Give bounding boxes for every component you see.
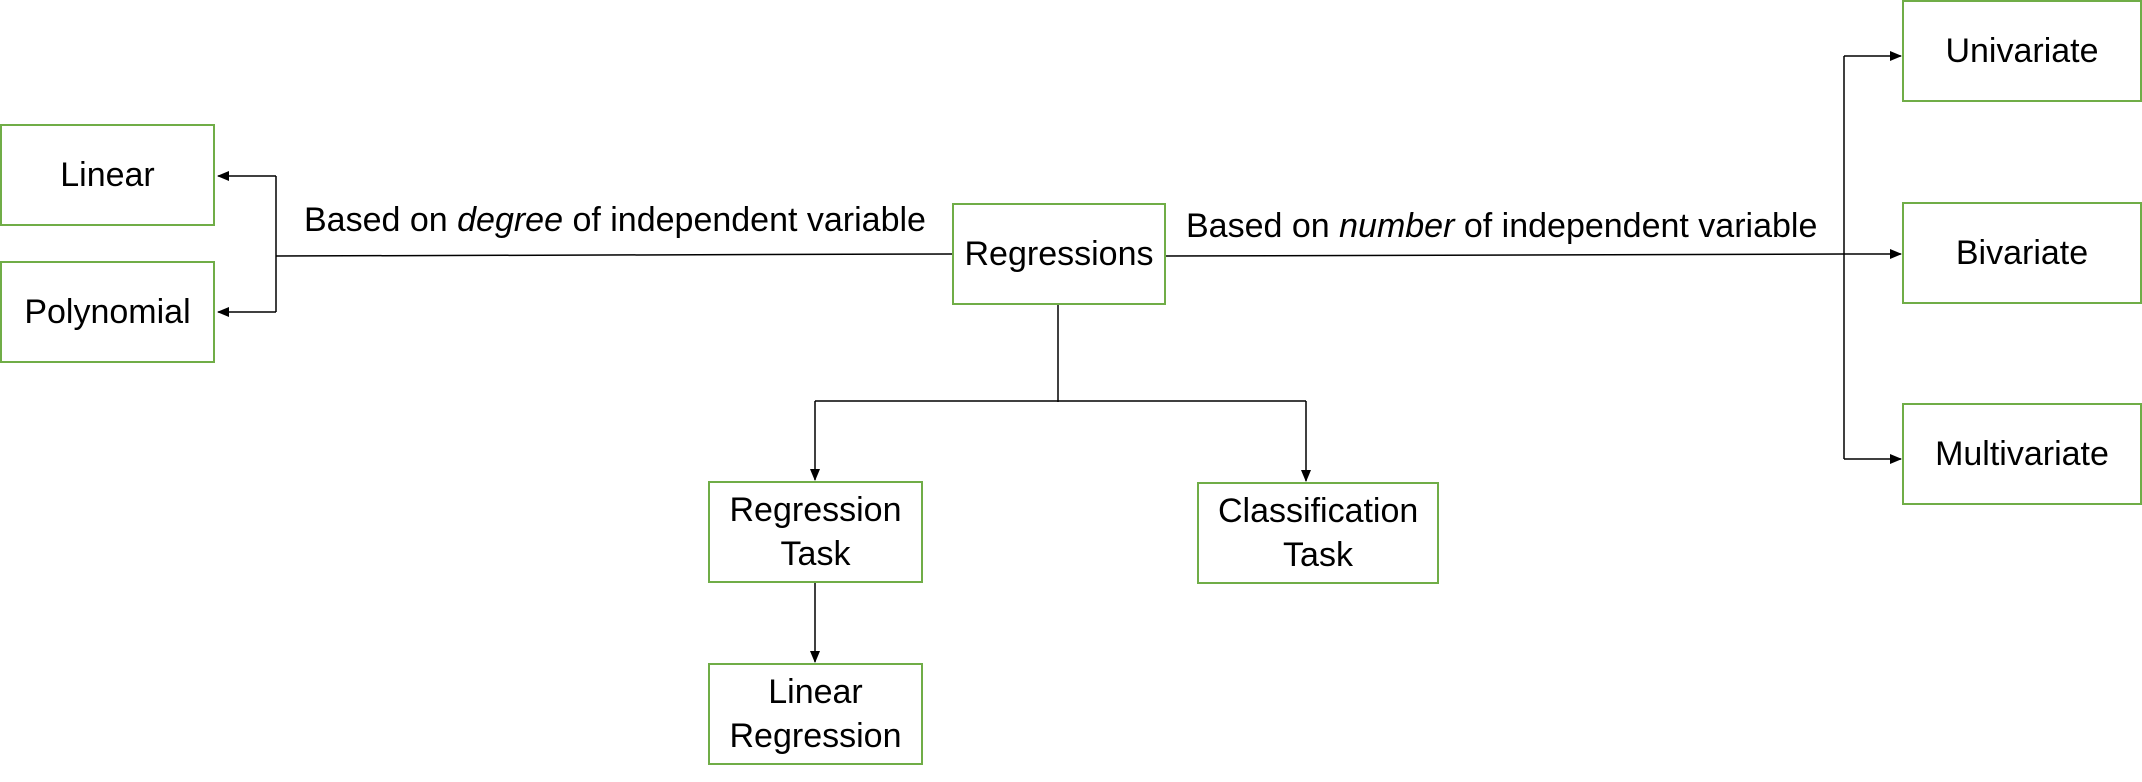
node-bivariate: Bivariate: [1902, 202, 2142, 304]
caption-number-emphasis: number: [1339, 207, 1455, 245]
caption-number: Based on number of independent variable: [1186, 206, 1817, 246]
node-multivariate-label: Multivariate: [1935, 435, 2109, 473]
node-regression-task-label: Regression Task: [729, 491, 902, 573]
caption-degree: Based on degree of independent variable: [304, 200, 926, 240]
caption-degree-after: of independent variable: [572, 201, 926, 239]
node-regressions-label: Regressions: [964, 235, 1154, 273]
caption-degree-before: Based on: [304, 201, 448, 239]
node-polynomial-label: Polynomial: [24, 293, 191, 331]
number-trunk-line: [1165, 253, 1845, 257]
degree-trunk-line: [275, 253, 953, 257]
node-linear-regression: Linear Regression: [708, 663, 923, 765]
node-univariate-label: Univariate: [1945, 32, 2099, 70]
node-regression-task: Regression Task: [708, 481, 923, 583]
node-multivariate: Multivariate: [1902, 403, 2142, 505]
node-classification-task: Classification Task: [1197, 482, 1439, 584]
caption-number-before: Based on: [1186, 207, 1330, 245]
node-polynomial: Polynomial: [0, 261, 215, 363]
node-linear-label: Linear: [60, 156, 155, 194]
caption-number-after: of independent variable: [1463, 207, 1818, 245]
caption-degree-emphasis: degree: [457, 201, 563, 239]
node-linear: Linear: [0, 124, 215, 226]
node-classification-task-label: Classification Task: [1218, 492, 1419, 574]
node-bivariate-label: Bivariate: [1955, 234, 2089, 272]
node-regressions: Regressions: [952, 203, 1166, 305]
node-univariate: Univariate: [1902, 0, 2142, 102]
node-linear-regression-label: Linear Regression: [729, 673, 902, 755]
